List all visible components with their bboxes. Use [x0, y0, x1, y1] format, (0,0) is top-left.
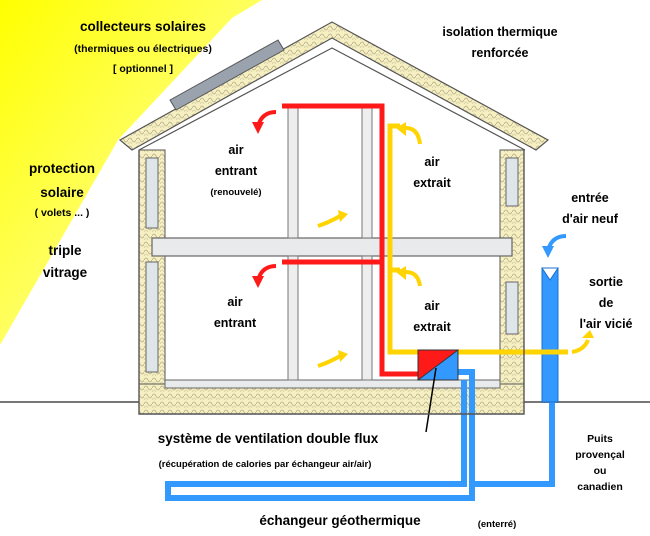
well-line-3: ou [593, 465, 607, 477]
fresh-air-line-2: d'air neuf [562, 212, 618, 226]
partition-lower-right [361, 255, 373, 381]
geothermal-title-text: échangeur géothermique [259, 513, 421, 528]
stale-air-line-3: l'air vicié [579, 317, 633, 331]
fresh-air-arrowhead [542, 246, 554, 258]
stale-air-line-1: sortie [588, 275, 624, 289]
stale-air-arrow [571, 339, 590, 354]
left-upper-window [145, 157, 159, 229]
geothermal-loop [456, 369, 555, 487]
upper-intake-label: air entrant (renouvelé) [196, 142, 276, 199]
stale-air-arrowhead [582, 330, 594, 338]
lower-flow-arrow [317, 354, 342, 368]
glazing-line-1: triple [48, 243, 82, 258]
lower-intake-line-2: entrant [213, 316, 257, 330]
ventilation-subtitle-text: (récupération de calories par échangeur … [158, 459, 372, 470]
heat-exchanger-pointer [425, 367, 437, 433]
roof-inner-edge [138, 47, 526, 151]
sun-protection-label: protection solaire ( volets ... ) [14, 160, 110, 220]
geothermal-title: échangeur géothermique [240, 512, 440, 530]
partition-upper-left [287, 103, 299, 239]
fresh-air-intake-cap [541, 267, 559, 281]
upper-flow-arrowhead [338, 210, 348, 222]
protection-line-1: protection [29, 161, 95, 176]
fresh-air-label: entrée d'air neuf [540, 190, 640, 228]
well-line-2: provençal [575, 449, 625, 461]
lower-extract-line-2: extrait [413, 320, 451, 334]
ground-floor-slab [164, 379, 501, 389]
stale-air-label: sortie de l'air vicié [566, 274, 646, 333]
ground-well-label: Puits provençal ou canadien [560, 432, 640, 494]
lower-extract-line-1: air [424, 299, 440, 313]
triple-glazing-label: triple vitrage [30, 242, 100, 282]
solar-collectors-optional: [ optionnel ] [112, 63, 174, 75]
ventilation-title-text: système de ventilation double flux [157, 431, 379, 446]
lower-supply-arrowhead [252, 276, 264, 288]
roof-insulation [118, 21, 550, 151]
solar-collectors-label: collecteurs solaires (thermiques ou élec… [38, 18, 248, 76]
lower-extract-arrowhead [396, 266, 406, 280]
fresh-air-intake-pipe [541, 267, 559, 403]
lower-extract-arrow [405, 270, 422, 287]
left-lower-window [145, 261, 159, 373]
protection-line-3: ( volets ... ) [34, 207, 90, 219]
floor-slab [151, 237, 513, 257]
well-line-4: canadien [577, 481, 623, 493]
solar-collectors-title: collecteurs solaires [79, 19, 207, 34]
supply-duct [282, 103, 418, 377]
lower-extract-label: air extrait [402, 298, 462, 336]
lower-intake-label: air entrant [198, 294, 272, 332]
upper-intake-line-3: (renouvelé) [210, 187, 262, 198]
upper-supply-arrowhead [252, 122, 264, 134]
insulation-line-2: renforcée [471, 46, 529, 60]
insulation-label: isolation thermique renforcée [420, 24, 580, 62]
fresh-air-line-1: entrée [571, 191, 609, 205]
ventilation-subtitle: (récupération de calories par échangeur … [120, 454, 410, 472]
geothermal-loop-left [165, 380, 475, 501]
stale-air-line-2: de [598, 296, 614, 310]
solar-collectors-sub: (thermiques ou électriques) [74, 43, 212, 55]
upper-extract-arrow [405, 126, 422, 145]
geothermal-subtitle-text: (enterré) [477, 519, 517, 530]
upper-flow-arrow [317, 214, 342, 228]
house-outline [138, 150, 525, 415]
upper-extract-arrowhead [396, 122, 406, 136]
partition-lower-left [287, 255, 299, 381]
heat-exchanger-diagonal [416, 349, 459, 381]
ventilation-title: système de ventilation double flux [118, 430, 418, 448]
right-lower-window [505, 281, 519, 335]
glazing-line-2: vitrage [42, 265, 88, 280]
right-upper-window [505, 157, 519, 207]
sun-rays [0, 0, 262, 345]
upper-intake-line-1: air [228, 143, 244, 157]
lower-flow-arrowhead [338, 350, 348, 362]
upper-extract-line-2: extrait [413, 176, 451, 190]
partition-upper-right [361, 103, 373, 239]
well-line-1: Puits [587, 433, 613, 445]
protection-line-2: solaire [40, 185, 84, 200]
upper-extract-line-1: air [424, 155, 440, 169]
insulation-line-1: isolation thermique [442, 25, 558, 39]
solar-collector-icon [169, 39, 285, 111]
lower-intake-line-1: air [227, 295, 243, 309]
upper-extract-label: air extrait [402, 154, 462, 192]
upper-intake-line-2: entrant [214, 164, 258, 178]
geothermal-subtitle: (enterré) [462, 514, 532, 532]
